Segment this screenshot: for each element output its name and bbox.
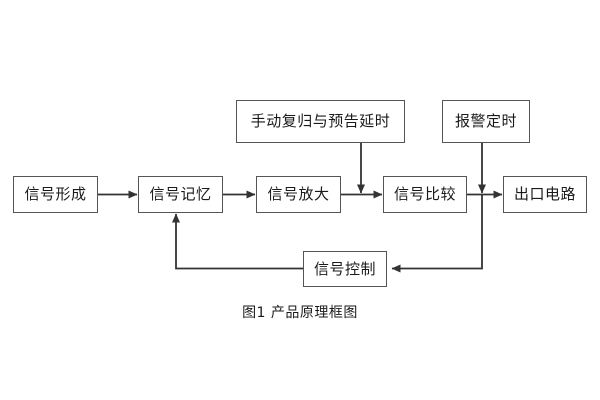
node-output-circuit[interactable]: 出口电路 [503,176,587,213]
node-signal-control[interactable]: 信号控制 [303,251,387,287]
node-label-signal-memory: 信号记忆 [149,185,212,203]
node-signal-compare[interactable]: 信号比较 [383,176,467,213]
node-signal-memory[interactable]: 信号记忆 [138,176,223,213]
connector-control-to-memory [172,213,303,270]
node-label-signal-control: 信号控制 [313,259,376,278]
connector-output-branch-to-control [391,195,483,273]
node-label-signal-formation: 信号形成 [24,185,87,203]
node-label-output-circuit: 出口电路 [513,185,576,203]
node-signal-formation[interactable]: 信号形成 [13,176,98,213]
figure-caption: 图1 产品原理框图 [242,305,358,321]
node-alarm-timer[interactable]: 报警定时 [442,100,530,143]
node-manual-reset-and-prealarm-delay[interactable]: 手动复归与预告延时 [236,100,405,143]
node-label-signal-compare: 信号比较 [393,185,456,203]
node-label-manual-reset-and-prealarm-delay: 手动复归与预告延时 [250,112,391,130]
node-label-alarm-timer: 报警定时 [454,112,517,130]
node-label-signal-amplify: 信号放大 [267,185,330,203]
node-signal-amplify[interactable]: 信号放大 [256,176,341,213]
